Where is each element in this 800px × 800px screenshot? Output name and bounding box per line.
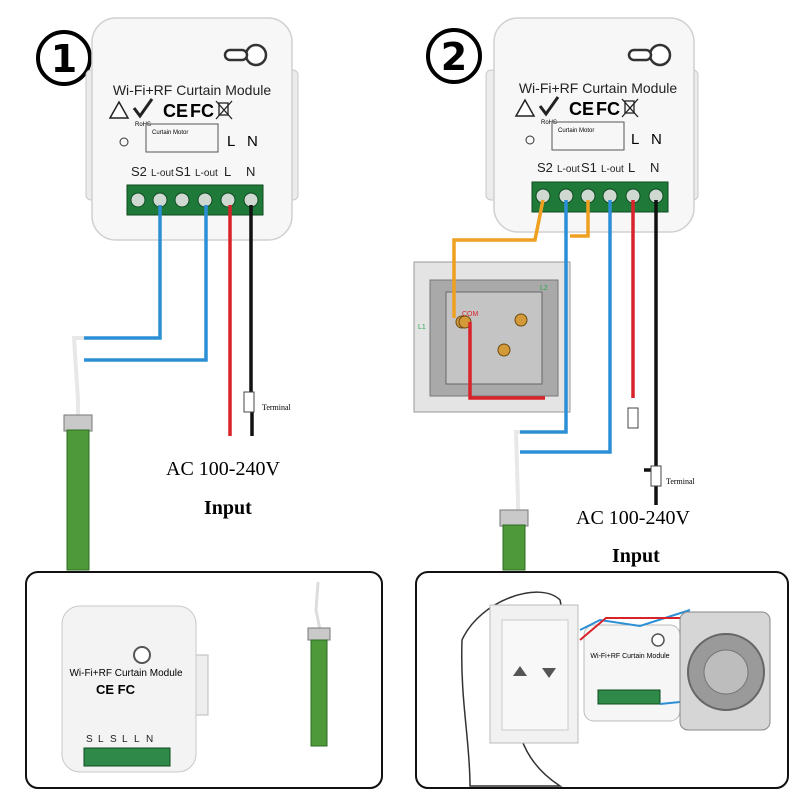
terminal-block-1	[126, 184, 264, 216]
svg-text:CE FC: CE FC	[96, 682, 136, 697]
orange-wire-2a	[452, 199, 545, 318]
svg-text:N: N	[650, 160, 659, 175]
rohs-check-icon	[132, 98, 154, 119]
wires-1	[71, 205, 254, 436]
svg-text:S2: S2	[537, 160, 553, 175]
ground-icon-2	[525, 135, 535, 145]
hanger-hole-1	[244, 43, 268, 67]
svg-text:L: L	[224, 164, 231, 179]
curtain-module-1: Wi-Fi+RF Curtain Module RoHS CE FC Curta…	[85, 17, 299, 241]
motor-label-1: Curtain Motor	[152, 130, 188, 136]
photo-1-module: Wi-Fi+RF Curtain Module CE FC S L S L L …	[61, 605, 209, 773]
wires-2	[452, 199, 658, 515]
svg-text:L: L	[122, 734, 128, 745]
orange-wire-2b	[570, 200, 590, 238]
svg-text:L-out: L-out	[601, 164, 624, 175]
svg-text:N: N	[146, 734, 153, 745]
blue-wire-2a	[520, 200, 568, 434]
input-label-1: Input	[204, 497, 252, 519]
photo-1-labels: S L S L L N	[86, 734, 153, 745]
svg-text:S: S	[110, 734, 117, 745]
switch-label-com: COM	[462, 311, 479, 318]
mark-rohs: RoHS	[135, 122, 151, 128]
panel-2-wiring: 2 Wi-Fi+RF Curtain Module RoHS CE FC Cur…	[413, 17, 699, 571]
step-1-badge	[36, 30, 92, 86]
svg-text:S2: S2	[131, 164, 147, 179]
svg-text:L: L	[98, 734, 104, 745]
panel-1-wiring: 1 Wi-Fi+RF Curtain Module RoHS CE FC Cur…	[36, 17, 299, 571]
weee-bin-icon	[215, 100, 233, 120]
top-terminal-l-1: L	[227, 133, 235, 150]
photo-1-title: Wi-Fi+RF Curtain Module	[69, 668, 183, 679]
svg-text:S1: S1	[581, 160, 597, 175]
svg-text:L-out: L-out	[151, 168, 174, 179]
curtain-module-2: Wi-Fi+RF Curtain Module RoHS CE FC Curta…	[485, 17, 699, 233]
warning-icon	[108, 100, 130, 119]
voltage-label-2: AC 100-240V	[576, 507, 690, 529]
terminal-tag-1: Terminal	[262, 403, 292, 412]
blue-wire-1b	[84, 205, 208, 362]
switch-label-l2: L2	[540, 285, 548, 292]
weee-bin-icon-2	[621, 98, 639, 118]
wall-switch: L2 COM L1	[413, 261, 571, 413]
tubular-motor-1	[63, 414, 93, 571]
svg-text:L-out: L-out	[557, 164, 580, 175]
terminal-tag-2: Terminal	[666, 477, 696, 486]
top-terminal-l-2: L	[631, 131, 639, 148]
input-label-2: Input	[612, 545, 660, 567]
photo-2-wall-box	[679, 611, 771, 731]
svg-text:L-out: L-out	[195, 168, 218, 179]
terminal-connector-2b	[650, 465, 662, 487]
ground-icon	[119, 137, 129, 147]
voltage-label-1: AC 100-240V	[166, 458, 280, 480]
photo-2-switch	[489, 604, 579, 744]
motor-label-2: Curtain Motor	[558, 128, 594, 134]
motor-cable-1	[71, 336, 84, 420]
top-terminal-n-2: N	[651, 131, 662, 148]
svg-text:N: N	[246, 164, 255, 179]
warning-icon-2	[514, 98, 536, 117]
svg-text:S: S	[86, 734, 93, 745]
terminal-labels-1: S2 L-out S1 L-out L N	[131, 164, 255, 179]
up-arrow-icon	[513, 666, 527, 676]
module-2-title: Wi-Fi+RF Curtain Module	[519, 80, 678, 96]
module-1-title: Wi-Fi+RF Curtain Module	[113, 82, 272, 98]
hanger-hole-2	[648, 43, 672, 67]
tubular-motor-2	[499, 509, 529, 571]
svg-text:L: L	[134, 734, 140, 745]
photo-2-title: Wi-Fi+RF Curtain Module	[590, 653, 669, 660]
terminal-block-2	[531, 181, 669, 213]
mark-ce-2: CE	[569, 99, 594, 119]
photo-1: Wi-Fi+RF Curtain Module CE FC S L S L L …	[25, 571, 383, 789]
rohs-check-icon-2	[538, 96, 560, 117]
top-terminal-n-1: N	[247, 133, 258, 150]
switch-label-l1: L1	[418, 324, 426, 331]
svg-text:S1: S1	[175, 164, 191, 179]
terminal-connector-2a	[627, 407, 639, 429]
step-1-number: 1	[51, 37, 77, 81]
step-2-number: 2	[441, 35, 467, 79]
step-2-badge	[426, 28, 482, 84]
terminal-connector-1	[243, 391, 255, 413]
red-wire-2	[468, 322, 545, 400]
mark-ce: CE	[163, 101, 188, 121]
photo-1-motor	[307, 581, 331, 747]
mark-fc: FC	[190, 101, 214, 121]
black-wire-2	[644, 200, 658, 472]
blue-wire-1a	[84, 205, 162, 340]
photo-2: Wi-Fi+RF Curtain Module	[415, 571, 789, 789]
down-arrow-icon	[542, 668, 556, 678]
blue-wire-2b	[520, 200, 612, 454]
svg-text:L: L	[628, 160, 635, 175]
mark-rohs-2: RoHS	[541, 120, 557, 126]
mark-fc-2: FC	[596, 99, 620, 119]
motor-cable-2	[513, 430, 520, 515]
terminal-labels-2: S2 L-out S1 L-out L N	[537, 160, 659, 175]
